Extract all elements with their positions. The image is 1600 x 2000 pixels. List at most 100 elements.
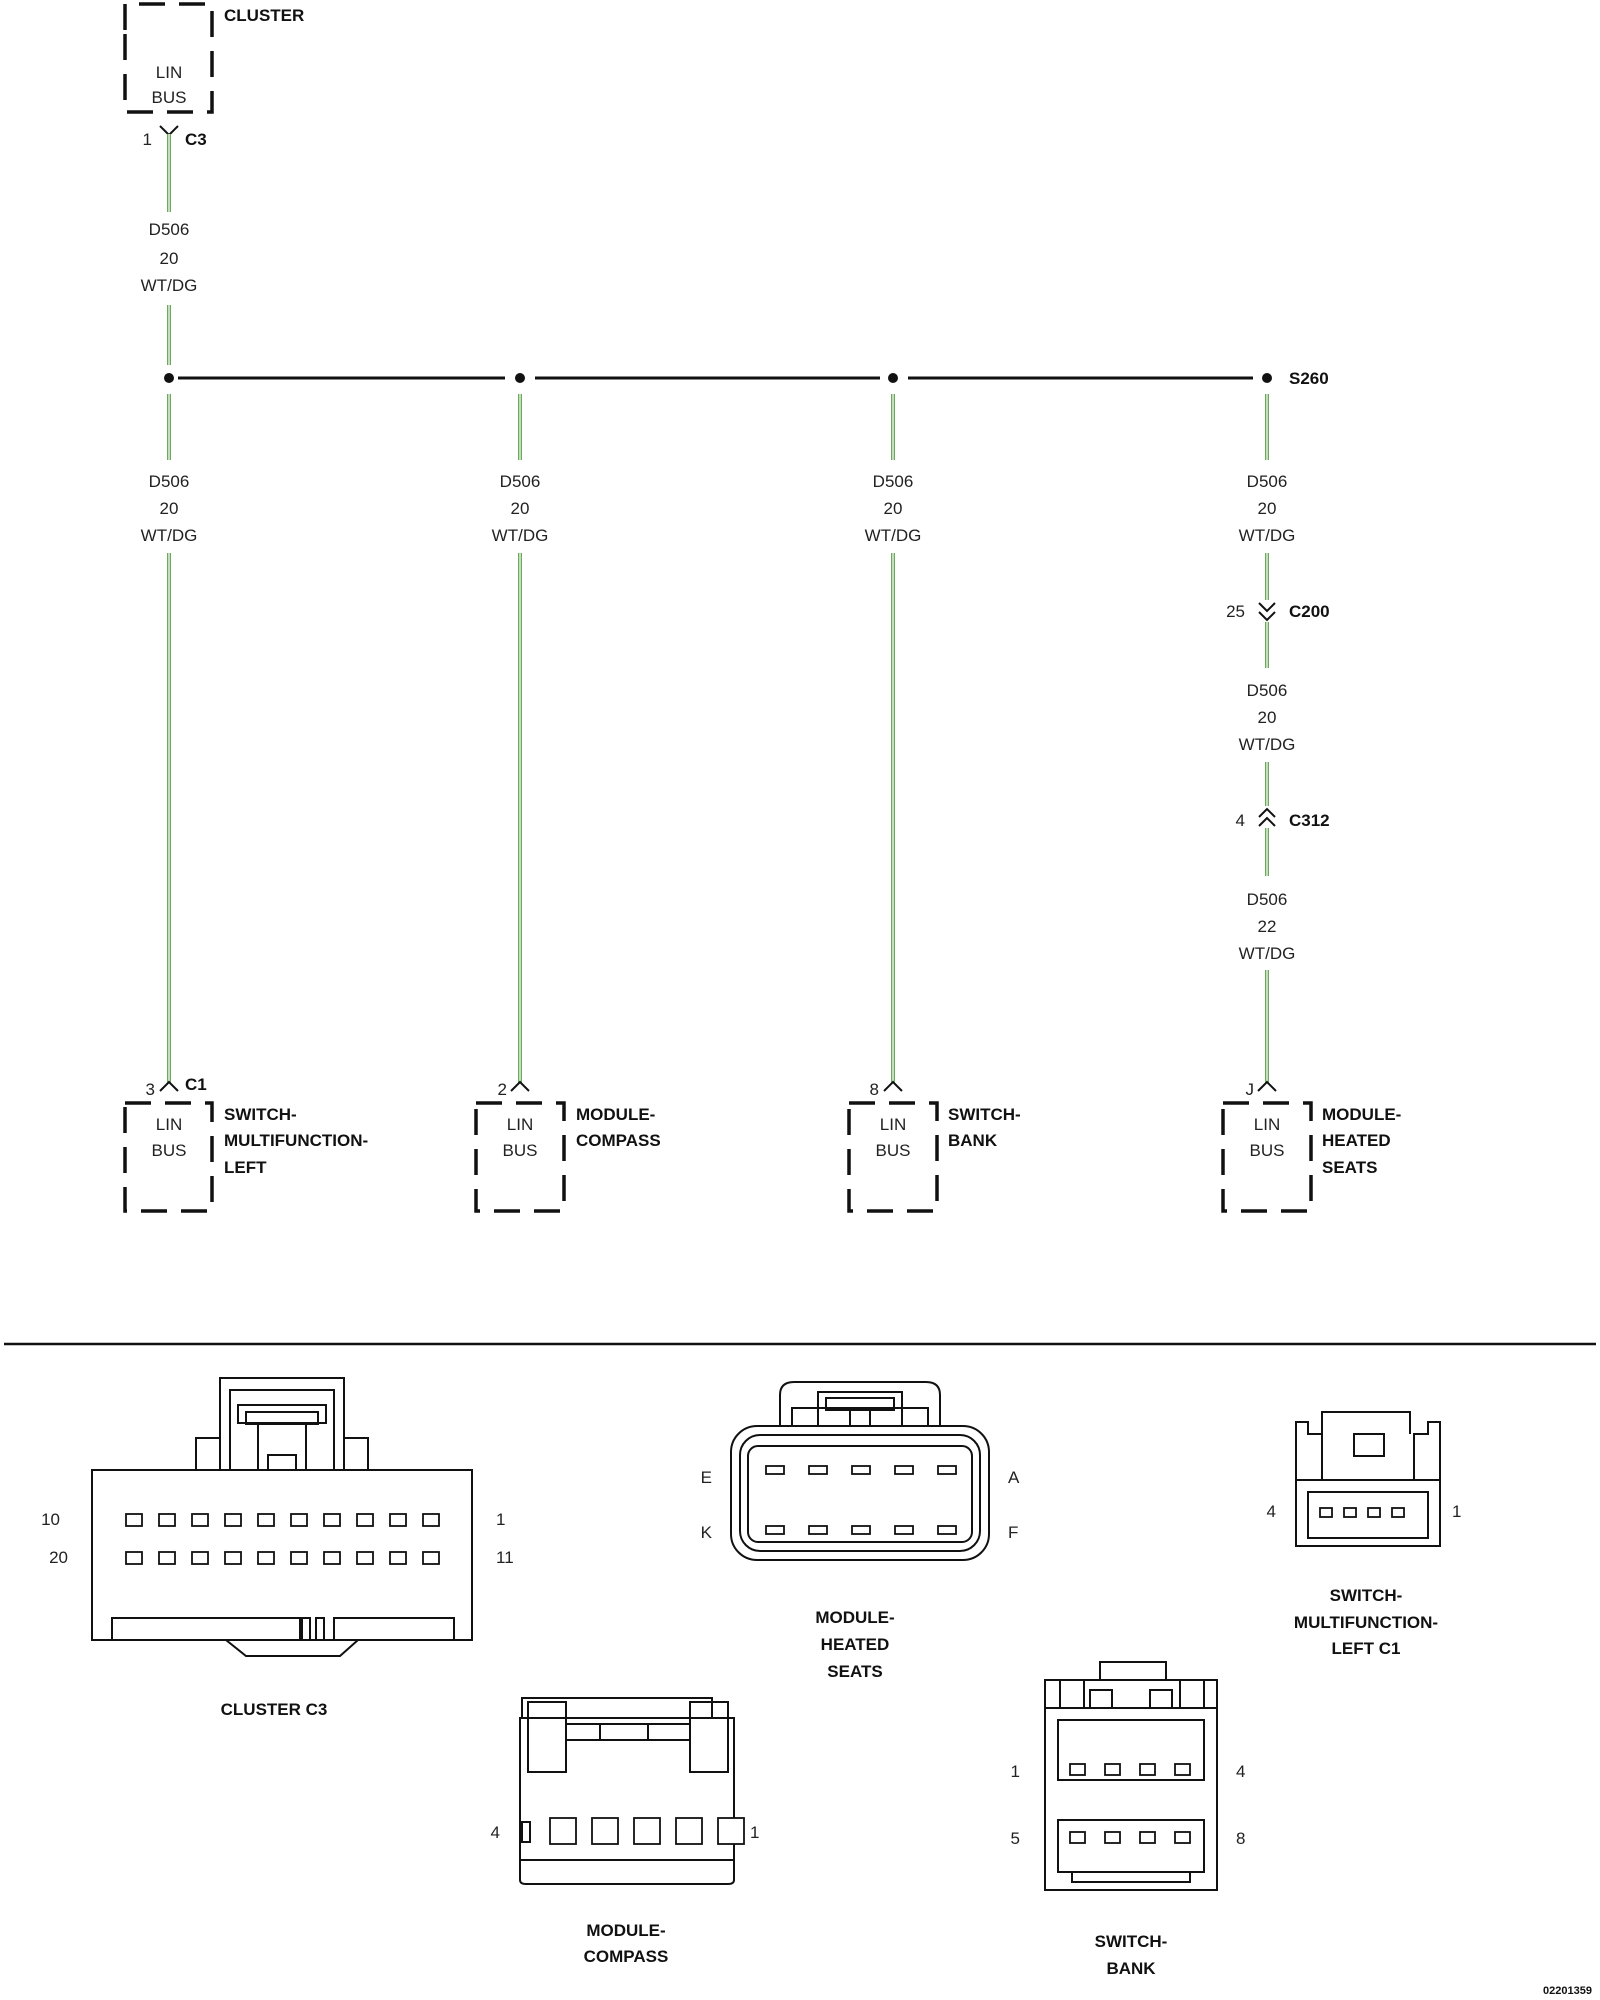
compass-pin-label: 1: [750, 1823, 759, 1842]
pin-cavity: [549, 1817, 577, 1845]
compass-pin-label: 4: [491, 1823, 500, 1842]
component-pin: 8: [870, 1080, 879, 1099]
wire-color-label: WT/DG: [141, 526, 198, 545]
pin-cavity: [937, 1525, 957, 1535]
cluster-component: CLUSTER LIN BUS 1 C3: [123, 2, 304, 149]
cluster-connector-label: C3: [185, 130, 207, 149]
branch-switch-bank: D506 20 WT/DG 8 LIN BUS SWITCH- BANK: [847, 394, 1021, 1213]
wire-circuit-label: D506: [873, 472, 914, 491]
pin-cavity: [1367, 1507, 1381, 1518]
wire-color-label: WT/DG: [141, 276, 198, 295]
multifunction-pin-label: 4: [1267, 1502, 1276, 1521]
pin-cavity: [323, 1513, 341, 1527]
cluster-name: CLUSTER: [224, 6, 304, 25]
pin-cavity: [125, 1551, 143, 1565]
pin-cavity: [765, 1465, 785, 1475]
splice-node: [888, 373, 898, 383]
wire-gauge-label: 20: [1258, 499, 1277, 518]
c200-symbol: [1258, 602, 1276, 622]
wire-color-label: WT/DG: [492, 526, 549, 545]
splice-node: [164, 373, 174, 383]
bus-label: BUS: [1250, 1141, 1285, 1160]
pin-symbol: [1257, 1080, 1277, 1092]
component-name: SEATS: [1322, 1158, 1377, 1177]
pin-cavity: [422, 1513, 440, 1527]
pin-cavity: [125, 1513, 143, 1527]
pin-cavity: [257, 1513, 275, 1527]
heated-seats-title: SEATS: [827, 1662, 882, 1681]
heated-seats-pin-label: F: [1008, 1523, 1018, 1542]
cluster-c3-pin-label: 1: [496, 1510, 505, 1529]
connector-view-compass: 4 1 MODULE- COMPASS: [491, 1697, 759, 1966]
component-connector-label: C1: [185, 1075, 207, 1094]
splice-bus: S260: [164, 369, 1329, 388]
wire-color-label: WT/DG: [1239, 526, 1296, 545]
pin-cavity: [389, 1551, 407, 1565]
multifunction-title: MULTIFUNCTION-: [1294, 1613, 1438, 1632]
switch-bank-pin-label: 5: [1011, 1829, 1020, 1848]
wire-gauge-label: 20: [160, 499, 179, 518]
heated-seats-title: HEATED: [821, 1635, 890, 1654]
pin-cavity: [191, 1551, 209, 1565]
component-name: MODULE-: [576, 1105, 655, 1124]
pin-cavity: [633, 1817, 661, 1845]
pin-cavity: [1069, 1831, 1086, 1844]
pin-cavity: [356, 1513, 374, 1527]
bus-label: BUS: [876, 1141, 911, 1160]
cluster-c3-title: CLUSTER C3: [221, 1700, 328, 1719]
compass-title: COMPASS: [584, 1947, 669, 1966]
connector-view-heated-seats: E A K F MODULE- HEATED SEATS: [701, 1381, 1020, 1681]
branch-heated-seats: D506 20 WT/DG 25 C200 D506 20 WT/DG 4 C3…: [1221, 394, 1401, 1213]
pin-cavity: [1391, 1507, 1405, 1518]
bus-label: BUS: [152, 1141, 187, 1160]
c312-symbol: [1258, 807, 1276, 827]
heated-seats-pin-label: K: [701, 1523, 713, 1542]
heated-seats-cavities: [765, 1465, 957, 1535]
pin-cavity: [1174, 1831, 1191, 1844]
c312-pin: 4: [1236, 811, 1245, 830]
pin-cavity: [224, 1513, 242, 1527]
pin-cavity: [290, 1513, 308, 1527]
pin-symbol: [883, 1080, 903, 1092]
pin-cavity: [1343, 1507, 1357, 1518]
switch-bank-pin-label: 8: [1236, 1829, 1245, 1848]
wire-cluster-to-splice: D506 20 WT/DG: [141, 134, 198, 365]
component-name: COMPASS: [576, 1131, 661, 1150]
wire-gauge-label: 20: [160, 249, 179, 268]
compass-cavities: [549, 1817, 745, 1845]
branch-multifunction: D506 20 WT/DG 3 C1 LIN BUS SWITCH- MULTI…: [123, 394, 368, 1213]
component-name: SWITCH-: [224, 1105, 297, 1124]
pin-cavity: [158, 1551, 176, 1565]
connector-view-switch-bank: 1 4 5 8 SWITCH- BANK: [1011, 1661, 1245, 1978]
lin-label: LIN: [507, 1115, 533, 1134]
heated-seats-pin-label: A: [1008, 1468, 1020, 1487]
c312-label: C312: [1289, 811, 1330, 830]
component-pin: 2: [498, 1080, 507, 1099]
pin-cavity: [389, 1513, 407, 1527]
connector-view-multifunction: 4 1 SWITCH- MULTIFUNCTION- LEFT C1: [1267, 1411, 1461, 1658]
component-pin: J: [1246, 1080, 1255, 1099]
pin-cavity: [257, 1551, 275, 1565]
bus-label: BUS: [503, 1141, 538, 1160]
pin-cavity: [356, 1551, 374, 1565]
pin-cavity: [851, 1465, 871, 1475]
component-name: SWITCH-: [948, 1105, 1021, 1124]
pin-cavity: [717, 1817, 745, 1845]
compass-title: MODULE-: [586, 1921, 665, 1940]
pin-cavity: [1104, 1763, 1121, 1776]
lin-label: LIN: [1254, 1115, 1280, 1134]
pin-cavity: [158, 1513, 176, 1527]
pin-cavity: [224, 1551, 242, 1565]
multifunction-pin-label: 1: [1452, 1502, 1461, 1521]
switch-bank-pin-label: 1: [1011, 1762, 1020, 1781]
component-name: MODULE-: [1322, 1105, 1401, 1124]
switch-bank-cavities: [1069, 1763, 1191, 1844]
wire-circuit-label: D506: [1247, 681, 1288, 700]
splice-node: [515, 373, 525, 383]
wire-color-label: WT/DG: [1239, 944, 1296, 963]
pin-cavity: [808, 1465, 828, 1475]
pin-cavity: [675, 1817, 703, 1845]
pin-cavity: [323, 1551, 341, 1565]
lin-label: LIN: [156, 1115, 182, 1134]
pin-cavity: [1319, 1507, 1333, 1518]
